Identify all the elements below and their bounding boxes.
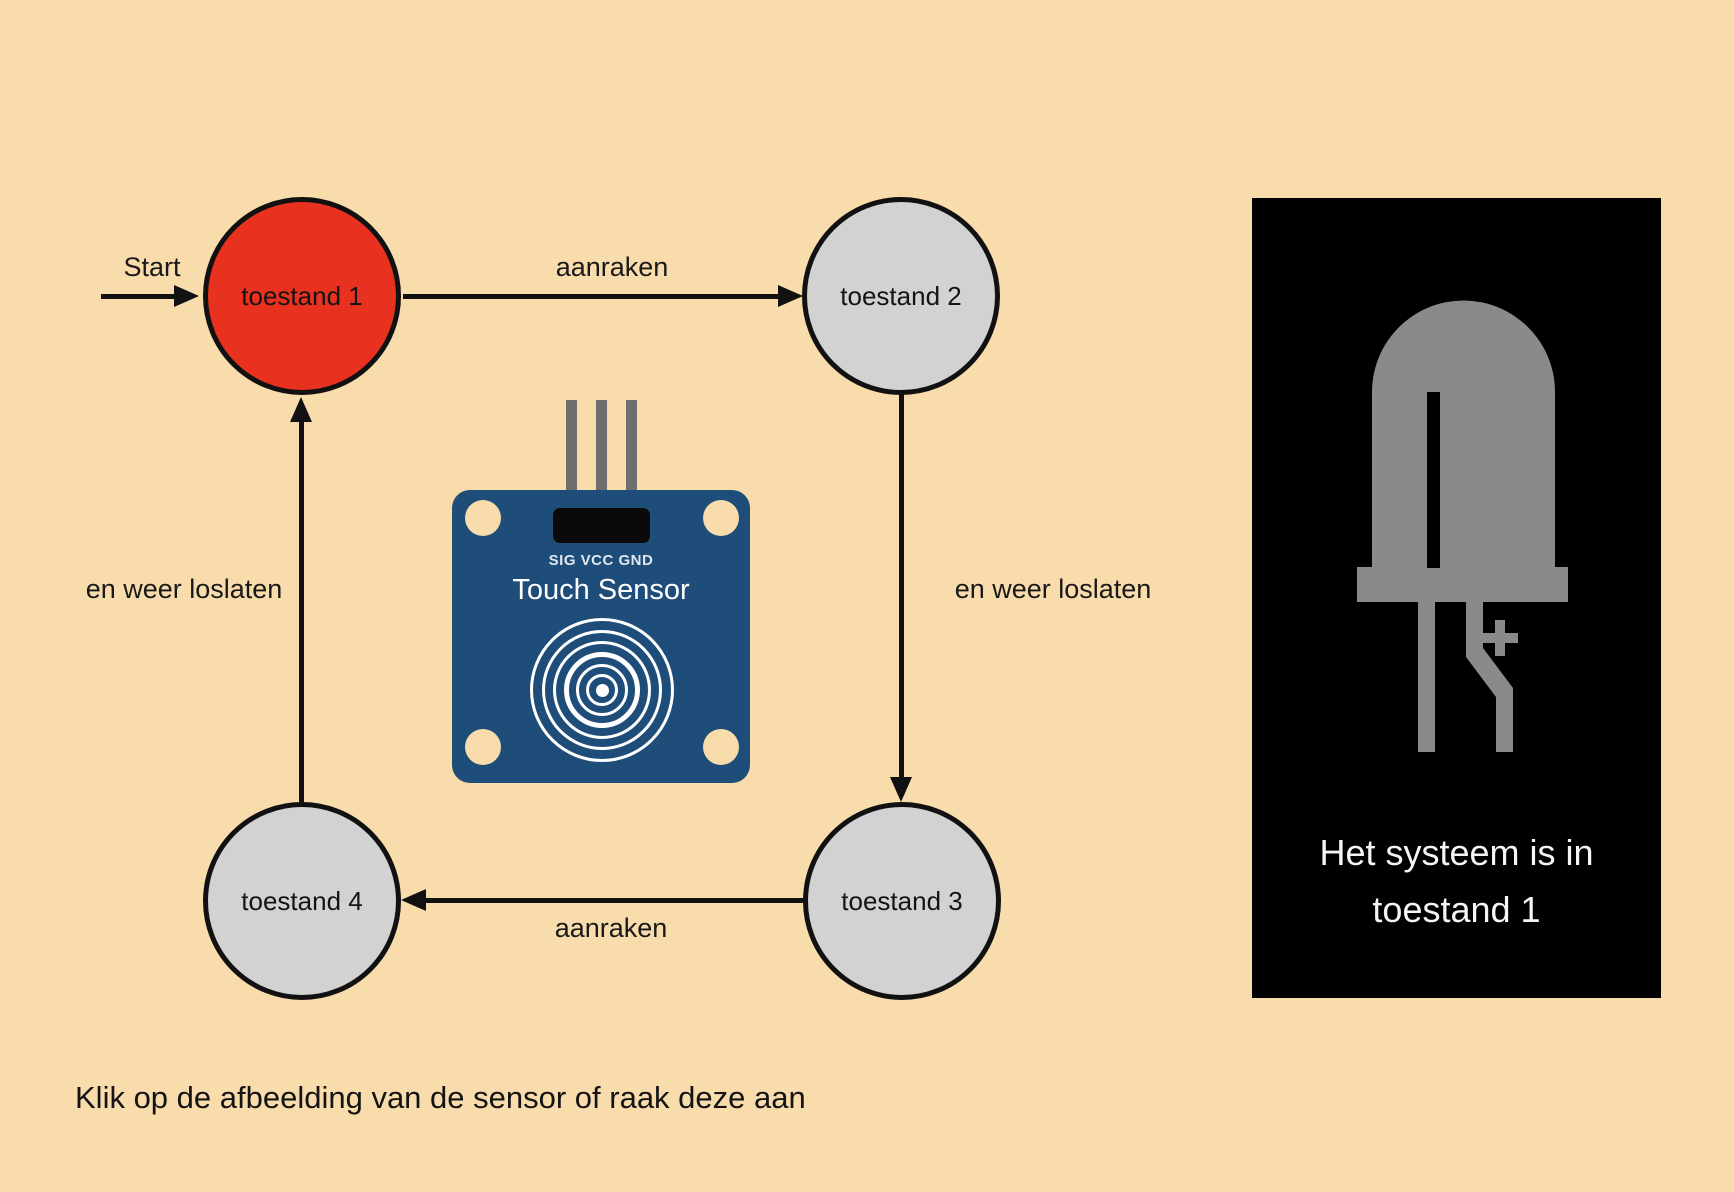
arrowhead-down-icon <box>890 777 912 802</box>
touchpad-center-dot <box>596 684 609 697</box>
state-label: toestand 1 <box>241 280 363 311</box>
status-text: Het systeem is in toestand 1 <box>1252 824 1661 938</box>
arrowhead-left-icon <box>401 889 426 911</box>
transition-label-loslaten-left: en weer loslaten <box>85 574 283 604</box>
mounting-hole <box>703 500 739 536</box>
status-line-2: toestand 1 <box>1372 889 1541 930</box>
led-icon <box>1357 300 1568 752</box>
arrowhead-up-icon <box>290 397 312 422</box>
state-toestand-1: toestand 1 <box>203 197 401 395</box>
sensor-pin-labels: SIG VCC GND <box>548 552 654 569</box>
sensor-title: Touch Sensor <box>512 574 690 606</box>
state-toestand-3: toestand 3 <box>803 802 1001 1000</box>
mounting-hole <box>465 729 501 765</box>
edge-toestand3-toestand4 <box>425 898 805 903</box>
edge-toestand2-toestand3 <box>899 394 904 779</box>
transition-label-aanraken-top: aanraken <box>555 252 669 282</box>
status-line-1: Het systeem is in <box>1319 832 1594 873</box>
transition-label-loslaten-right: en weer loslaten <box>954 574 1152 604</box>
edge-toestand4-toestand1 <box>299 421 304 803</box>
touchpad-ring <box>530 618 674 762</box>
arrowhead-right-icon <box>778 285 803 307</box>
state-toestand-4: toestand 4 <box>203 802 401 1000</box>
instruction-text: Klik op de afbeelding van de sensor of r… <box>75 1080 806 1115</box>
sensor-pcb: SIG VCC GND Touch Sensor <box>452 490 750 783</box>
led-status-display: Het systeem is in toestand 1 <box>1252 198 1661 998</box>
arrowhead-right-icon <box>174 285 199 307</box>
sensor-pin <box>596 400 607 518</box>
state-toestand-2: toestand 2 <box>802 197 1000 395</box>
mounting-hole <box>703 729 739 765</box>
state-label: toestand 3 <box>841 885 963 916</box>
touchpad-ring <box>542 630 662 750</box>
touchpad-ring <box>564 652 640 728</box>
start-label: Start <box>123 252 181 282</box>
edge-toestand1-toestand2 <box>403 294 781 299</box>
state-label: toestand 2 <box>840 280 962 311</box>
touch-sensor-image[interactable]: SIG VCC GND Touch Sensor <box>452 400 750 783</box>
sensor-pin <box>626 400 637 518</box>
touchpad-ring <box>553 641 651 739</box>
touchpad-ring <box>586 674 618 706</box>
sensor-connector <box>553 508 650 543</box>
transition-label-aanraken-bottom: aanraken <box>554 913 668 943</box>
mounting-hole <box>465 500 501 536</box>
start-edge-line <box>101 294 176 299</box>
sensor-pin <box>566 400 577 518</box>
state-label: toestand 4 <box>241 885 363 916</box>
touchpad-ring <box>576 664 628 716</box>
